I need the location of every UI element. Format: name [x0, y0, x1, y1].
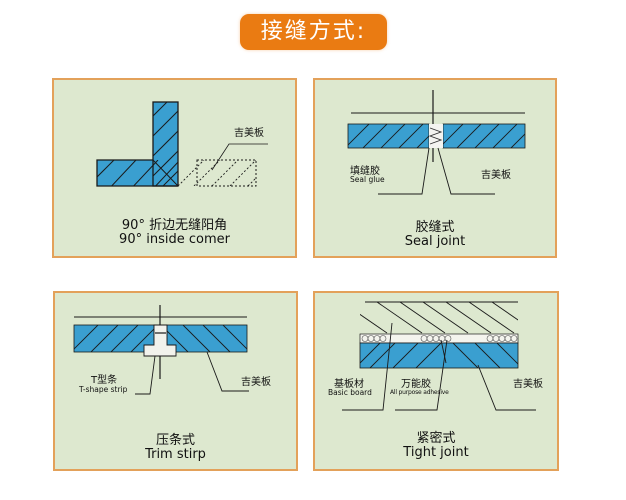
label-adhesive-zh: 万能胶 [401, 379, 431, 390]
label-board: 吉美板 [513, 379, 543, 390]
panel-inside-corner: 吉美板 90° 折边无缝阳角 90° inside comer [52, 78, 297, 258]
caption-en: Trim stirp [145, 447, 206, 462]
caption-en: Tight joint [403, 445, 469, 460]
seal-joint-diagram [347, 90, 526, 195]
caption-en: 90° inside comer [119, 232, 230, 247]
label-basic-board-en: Basic board [328, 388, 372, 397]
trim-strip-diagram [73, 305, 249, 395]
caption-zh: 压条式 [155, 433, 195, 448]
section-title: 接缝方式: [240, 14, 387, 50]
label-board: 吉美板 [241, 377, 271, 388]
caption-zh: 紧密式 [416, 431, 456, 446]
panel-tight-joint: 基板材 Basic board 万能胶 All purpose adhesive… [313, 291, 559, 471]
label-board: 吉美板 [234, 128, 264, 139]
label-t-strip-zh: T型条 [91, 375, 118, 386]
caption-en: Seal joint [404, 234, 466, 249]
caption-zh: 90° 折边无缝阳角 [121, 218, 228, 233]
label-adhesive-en: All purpose adhesive [390, 389, 449, 396]
panel-seal-joint: 填缝胶 Seal glue 吉美板 胶缝式 Seal joint [313, 78, 557, 258]
caption-zh: 胶缝式 [415, 220, 455, 235]
panel-trim-strip: T型条 T-shape strip 吉美板 压条式 Trim stirp [53, 291, 298, 471]
label-seal-glue-zh: 填缝胶 [350, 166, 380, 177]
label-basic-board-zh: 基板材 [334, 379, 364, 390]
label-t-strip-en: T-shape strip [79, 385, 128, 394]
inside-corner-diagram [96, 101, 268, 187]
tight-joint-diagram [342, 301, 536, 411]
label-board: 吉美板 [481, 170, 511, 181]
label-seal-glue-en: Seal glue [350, 175, 385, 184]
